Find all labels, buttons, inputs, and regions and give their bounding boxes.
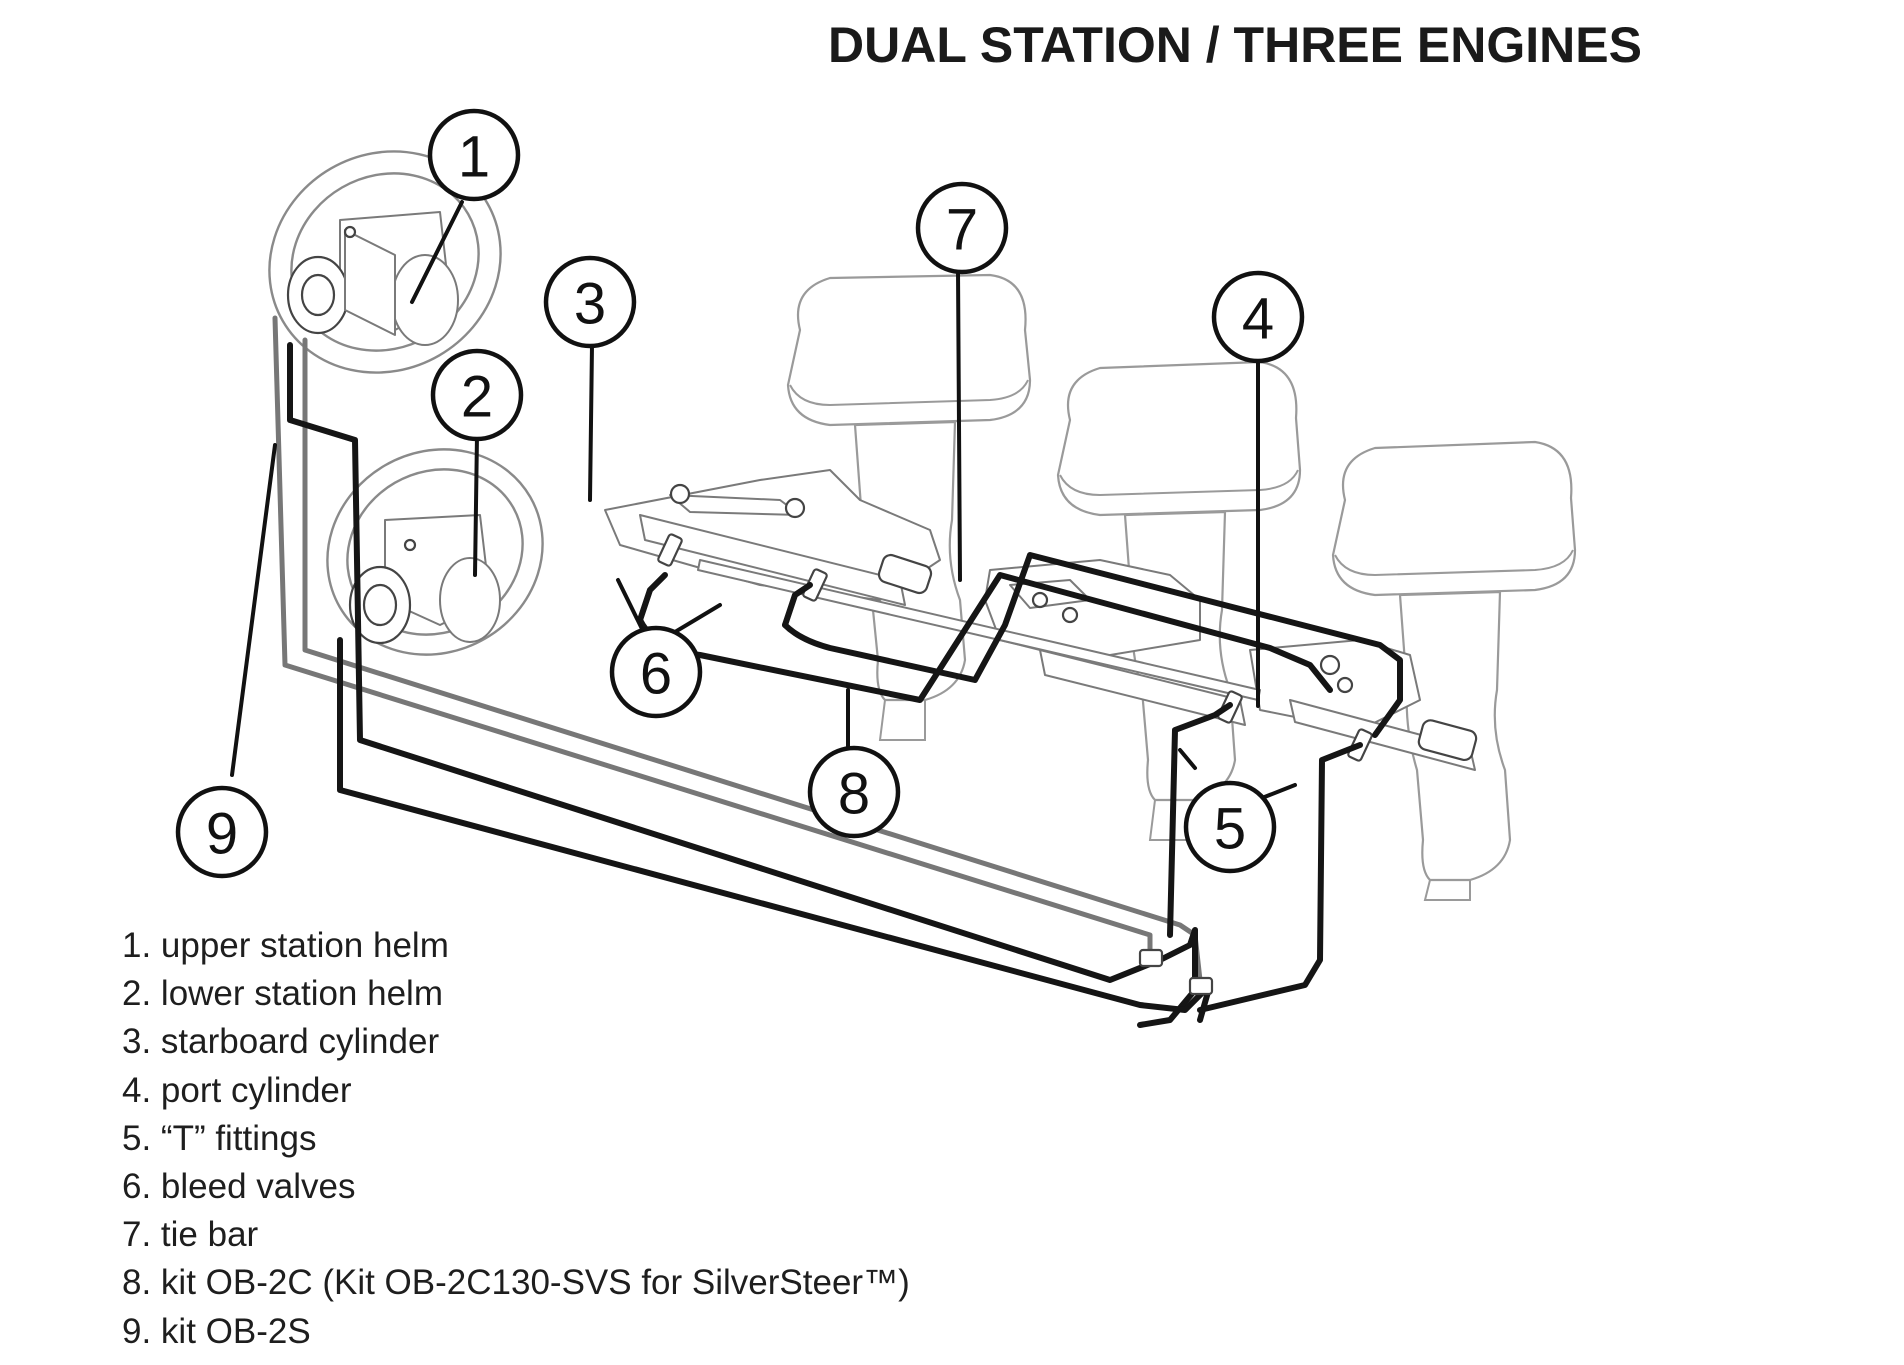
- legend-item-lower-station-helm: 2. lower station helm: [122, 974, 443, 1014]
- svg-text:9: 9: [206, 802, 238, 867]
- svg-text:8: 8: [838, 762, 870, 827]
- parts-legend: 1. upper station helm 2. lower station h…: [122, 922, 910, 1356]
- t-fittings: [1138, 948, 1214, 996]
- legend-item-kit-ob-2c: 8. kit OB-2C (Kit OB-2C130-SVS for Silve…: [122, 1263, 910, 1303]
- callout-4: 4: [1211, 270, 1305, 364]
- svg-text:2: 2: [461, 365, 493, 430]
- svg-text:6: 6: [640, 642, 672, 707]
- callout-1: 1: [427, 108, 521, 202]
- callout-6: 6: [609, 625, 703, 719]
- callout-2: 2: [430, 348, 524, 442]
- diagram-title: DUAL STATION / THREE ENGINES: [828, 17, 1642, 73]
- port-cylinder-assembly: [1249, 639, 1478, 771]
- callout-9: 9: [175, 785, 269, 879]
- legend-item-bleed-valves: 6. bleed valves: [122, 1166, 356, 1206]
- legend-item-t-fittings: 5. “T” fittings: [122, 1118, 317, 1158]
- upper-station-helm: [268, 150, 502, 374]
- callout-8: 8: [807, 745, 901, 839]
- legend-item-tie-bar: 7. tie bar: [122, 1215, 259, 1255]
- svg-text:4: 4: [1242, 287, 1274, 352]
- legend-item-kit-ob-2s: 9. kit OB-2S: [122, 1311, 311, 1351]
- callout-7: 7: [915, 181, 1009, 275]
- legend-item-starboard-cylinder: 3. starboard cylinder: [122, 1022, 440, 1062]
- svg-text:1: 1: [458, 125, 490, 190]
- leader-lines: [230, 200, 1297, 800]
- svg-text:3: 3: [574, 272, 606, 337]
- callout-5: 5: [1183, 780, 1277, 874]
- starboard-cylinder-assembly: [604, 469, 941, 606]
- legend-item-port-cylinder: 4. port cylinder: [122, 1070, 352, 1110]
- callout-3: 3: [543, 255, 637, 349]
- svg-text:7: 7: [946, 198, 978, 263]
- legend-item-upper-station-helm: 1. upper station helm: [122, 926, 449, 965]
- lower-station-helm: [326, 448, 544, 656]
- svg-text:5: 5: [1214, 797, 1246, 862]
